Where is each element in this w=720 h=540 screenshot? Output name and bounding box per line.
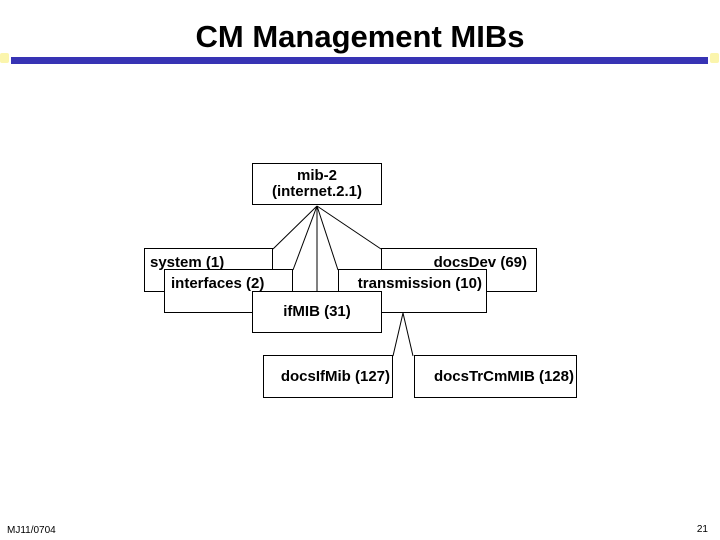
node-docsifmib-label: docsIfMib (127) (280, 368, 390, 385)
edge-transmission-docstrcmmib (402, 312, 414, 357)
edge-transmission-docsifmib (392, 312, 404, 357)
title-rule-left-cap (0, 53, 9, 63)
footer-code: MJ11/0704 (7, 525, 56, 536)
node-interfaces-label: interfaces (2) (171, 275, 265, 292)
node-docsdev-label: docsDev (69) (433, 254, 527, 271)
slide-title: CM Management MIBs (195, 19, 525, 54)
edge-mib2-transmission (316, 205, 339, 271)
node-docsifmib: docsIfMib (127) (263, 355, 393, 398)
node-docstrcmmib: docsTrCmMIB (128) (414, 355, 577, 398)
edge-mib2-interfaces (292, 205, 318, 271)
edge-mib2-docsdev (316, 205, 382, 250)
page-number: 21 (696, 524, 708, 535)
title-rule-right-cap (710, 53, 719, 63)
title-rule (11, 57, 708, 64)
node-mib2-label: mib-2 (296, 167, 337, 184)
node-mib2: mib-2 (internet.2.1) (252, 163, 382, 205)
node-transmission-label: transmission (10) (357, 275, 482, 292)
node-system-label: system (1) (150, 254, 225, 271)
node-mib2-sublabel: (internet.2.1) (271, 183, 362, 200)
node-ifmib: ifMIB (31) (252, 291, 382, 333)
edge-mib2-system (272, 205, 318, 250)
node-ifmib-label: ifMIB (31) (283, 303, 351, 320)
node-docstrcmmib-label: docsTrCmMIB (128) (433, 368, 574, 385)
